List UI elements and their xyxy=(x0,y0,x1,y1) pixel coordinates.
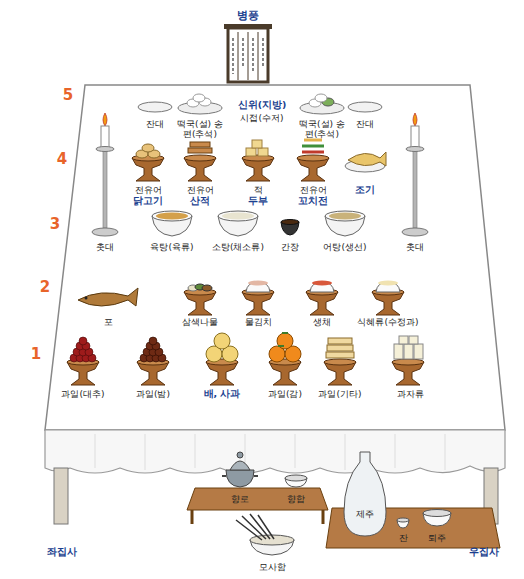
dish-label: 생채 xyxy=(313,317,331,327)
vessel-label: 잔 xyxy=(399,533,408,543)
attendant-label: 좌집사 xyxy=(47,546,77,558)
mosa-bowl xyxy=(236,514,294,555)
dish-label: 떡국(설) 송편(추석) xyxy=(174,119,226,140)
dish-label: 신위(지방) xyxy=(238,100,287,111)
dish-label: 닭고기 xyxy=(133,196,163,207)
candle-stand xyxy=(92,113,428,236)
dish-label: 간장 xyxy=(281,242,299,252)
fruit-label: 배, 사과 xyxy=(204,389,241,400)
screen-label: 병풍 xyxy=(237,10,259,23)
table-cloth xyxy=(45,430,505,473)
dish-label: 포 xyxy=(104,317,113,327)
dish-label: 전유어 xyxy=(300,185,327,195)
wine-tray xyxy=(326,452,500,548)
row-3-soups xyxy=(152,211,365,236)
fruit-label: 과일(밤) xyxy=(136,389,170,399)
row-4-dishes xyxy=(132,140,386,181)
dish-label: 식혜류(수정과) xyxy=(357,317,418,327)
dish-label: 두부 xyxy=(248,196,268,207)
vessel-label: 향합 xyxy=(287,494,305,504)
incense-table xyxy=(187,452,328,524)
dish-label: 육탕(육류) xyxy=(150,242,193,252)
fruit-label: 과일(감) xyxy=(268,389,302,399)
dish-label: 전유어 xyxy=(135,185,162,195)
candle-label: 촛대 xyxy=(96,242,114,252)
table-leg xyxy=(54,468,68,524)
dish-label: 조기 xyxy=(355,185,375,196)
fruit-label: 과자류 xyxy=(397,389,424,399)
vessel-label: 퇴주 xyxy=(428,533,446,543)
row-1-fruits xyxy=(67,333,424,385)
attendant-label: 우집사 xyxy=(469,546,499,558)
dish-label: 삼색나물 xyxy=(182,317,218,327)
folding-screen xyxy=(224,24,272,82)
dish-label: 소탕(채소류) xyxy=(212,242,264,252)
table-top xyxy=(45,85,505,430)
dish-label: 적 xyxy=(254,185,263,195)
row-number: 1 xyxy=(31,346,41,363)
vessel-label: 향로 xyxy=(231,494,249,504)
vessel-label: 모사함 xyxy=(259,562,286,572)
fruit-label: 과일(대추) xyxy=(61,389,104,399)
row-number: 3 xyxy=(50,216,60,233)
dish-label: 떡국(설) 송편(추석) xyxy=(296,119,348,140)
candle-label: 촛대 xyxy=(406,242,424,252)
dish-label: 물김치 xyxy=(245,317,272,327)
dish-label: 시접(수저) xyxy=(240,113,283,123)
dish-label: 어탕(생선) xyxy=(323,242,366,252)
row-2-dishes xyxy=(78,281,404,316)
row-5-dishes xyxy=(138,94,382,114)
vessel-label: 제주 xyxy=(356,509,374,519)
dish-label: 잔대 xyxy=(356,119,374,129)
dish-label: 산적 xyxy=(190,196,210,207)
row-number: 5 xyxy=(63,87,73,104)
row-number: 4 xyxy=(57,151,67,168)
row-number: 2 xyxy=(40,279,50,296)
dish-label: 꼬치전 xyxy=(298,196,328,207)
fruit-label: 과일(기타) xyxy=(318,389,361,399)
dish-label: 전유어 xyxy=(187,185,214,195)
dish-label: 잔대 xyxy=(146,119,164,129)
